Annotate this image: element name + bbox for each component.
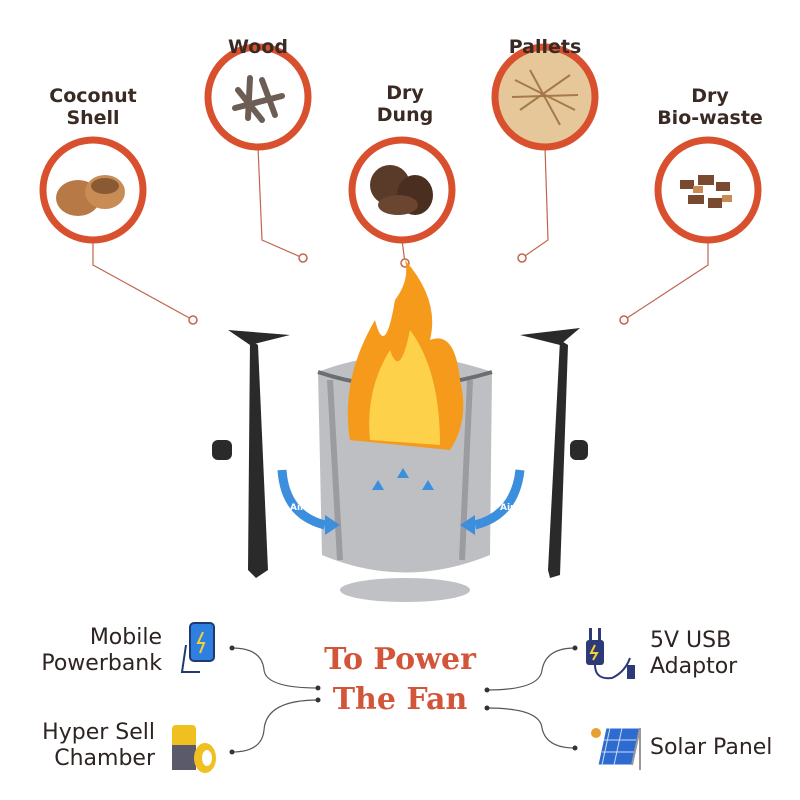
dung-cake-image [348, 136, 456, 244]
usb-adaptor-icon [586, 628, 635, 680]
air-label-right: Air [500, 503, 515, 513]
solar-panel-icon [591, 727, 641, 770]
fuel-leader-lines [92, 146, 709, 321]
air-flow-arrows [277, 469, 525, 530]
wood-image [204, 43, 312, 151]
pallets-image [491, 43, 599, 151]
battery-icon [172, 725, 216, 773]
powerbank-icon [180, 622, 215, 673]
bio-waste-image [654, 136, 762, 244]
power-label-solar-panel: Solar Panel [650, 735, 773, 760]
coconut-shell-image [39, 136, 147, 244]
fan-grill [340, 578, 470, 602]
fuel-label-wood: Wood [228, 36, 288, 58]
fuel-label-pallets: Pallets [508, 36, 582, 58]
stove-side-handles [212, 328, 588, 578]
air-label-left: Air [290, 503, 305, 513]
fire-icon [347, 260, 464, 450]
power-connector-lines [231, 647, 576, 753]
